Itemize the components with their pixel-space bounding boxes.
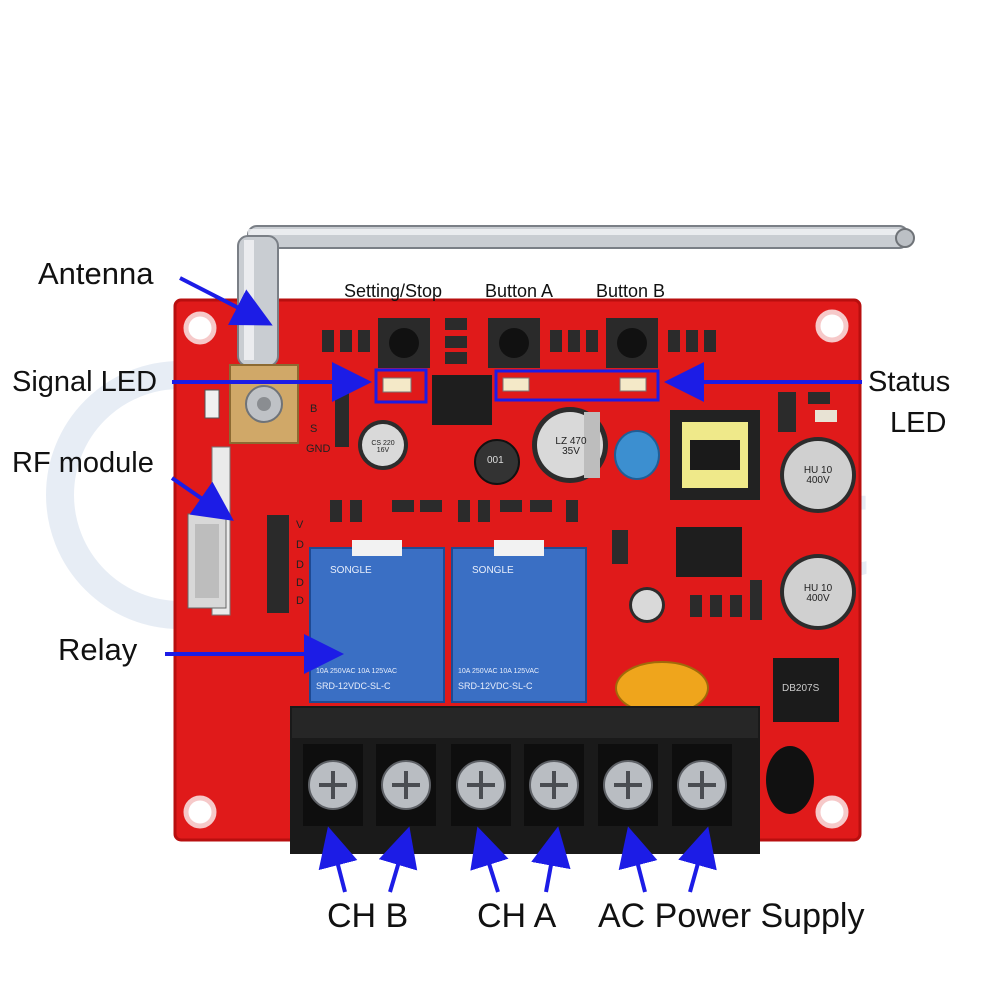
relay-a-rating: 10A 250VAC 10A 125VAC: [458, 668, 540, 675]
inductor: [474, 439, 520, 485]
signal-led-highlight: [374, 368, 428, 404]
label-antenna: Antenna: [38, 256, 154, 291]
arrow-rf-module: [170, 476, 234, 521]
label-status-line1: Status: [868, 366, 951, 398]
pin-label-b: B: [310, 403, 318, 415]
pin-header-left: [335, 385, 349, 447]
mount-hole-tr: [815, 309, 849, 343]
terminal-screw-1: [303, 744, 363, 826]
terminal-screw-4: [524, 744, 584, 826]
pin-label-d3: D: [296, 577, 304, 589]
pin-label-v: V: [296, 519, 304, 531]
capacitor-470-text: LZ 470 35V: [555, 436, 587, 457]
mount-hole-bl: [183, 795, 217, 829]
terminal-screw-3: [451, 744, 511, 826]
bridge-text: DB207S: [782, 683, 820, 694]
pin-header-rf: [267, 515, 289, 613]
dip-ic: [676, 527, 742, 577]
arrow-ch-b-2: [378, 826, 418, 893]
status-led-1-part: [502, 377, 530, 392]
arrow-ac-1: [618, 826, 658, 893]
setting-stop-button-part: [378, 318, 430, 368]
transformer: [670, 410, 760, 500]
capacitor-hu-bottom: [780, 554, 856, 630]
label-setting-stop: Setting/Stop: [344, 281, 443, 301]
mount-hole-tl: [183, 311, 217, 345]
terminal-screw-6: [672, 744, 732, 826]
capacitor-small: [629, 587, 665, 623]
inductor-text: 001: [487, 455, 504, 466]
status-led-highlight: [494, 369, 660, 402]
pin-label-d4: D: [296, 595, 304, 607]
pin-label-gnd: GND: [306, 443, 331, 455]
relay-a-brand: SONGLE: [472, 565, 514, 576]
label-status-line2: LED: [890, 407, 947, 439]
label-button-a: Button A: [485, 281, 554, 301]
arrow-ac-2: [678, 826, 717, 893]
relay-a-model: SRD-12VDC-SL-C: [458, 681, 533, 691]
pin-label-d1: D: [296, 539, 304, 551]
relay-b-model: SRD-12VDC-SL-C: [316, 681, 391, 691]
callout-arrows: [165, 276, 862, 893]
label-relay: Relay: [58, 632, 138, 667]
button-b-part: [606, 318, 658, 368]
status-led-2-part: [619, 377, 647, 392]
button-a-part: [488, 318, 540, 368]
label-signal-led: Signal LED: [12, 366, 158, 398]
label-ch-a: CH A: [477, 897, 557, 935]
label-ac-power: AC Power Supply: [598, 897, 865, 935]
relay-b-brand: SONGLE: [330, 565, 372, 576]
arrow-ch-a-2: [531, 826, 571, 893]
label-rf-module: RF module: [12, 447, 154, 479]
relay-b-rating: 10A 250VAC 10A 125VAC: [316, 668, 398, 675]
terminal-screw-2: [376, 744, 436, 826]
relay-ch-a: [451, 540, 587, 703]
capacitor-hu-top: [780, 437, 856, 513]
label-ch-b: CH B: [327, 897, 409, 935]
signal-led-part: [382, 377, 412, 393]
arrow-ch-a-1: [470, 826, 509, 893]
capacitor-470: [532, 407, 608, 483]
ntc-thermistor: [766, 746, 814, 814]
capacitor-hu-top-text: HU 10 400V: [803, 465, 833, 486]
pin-label-d2: D: [296, 559, 304, 571]
capacitor-hu-bottom-text: HU 10 400V: [803, 583, 833, 604]
disc-capacitor: [614, 430, 660, 480]
bridge-rectifier: [773, 658, 839, 722]
pin-label-s: S: [310, 423, 318, 435]
arrow-antenna: [179, 276, 273, 326]
terminal-screws: [303, 744, 732, 826]
arrow-ch-b-1: [318, 826, 358, 893]
smd-parts: [204, 318, 837, 620]
label-button-b: Button B: [596, 281, 666, 301]
terminal-screw-5: [598, 744, 658, 826]
main-ic: [432, 375, 492, 425]
relay-ch-b: [309, 540, 445, 703]
mount-hole-br: [815, 795, 849, 829]
capacitor-220-text: CS 220 16V: [371, 440, 395, 454]
capacitor-220: [358, 420, 408, 470]
